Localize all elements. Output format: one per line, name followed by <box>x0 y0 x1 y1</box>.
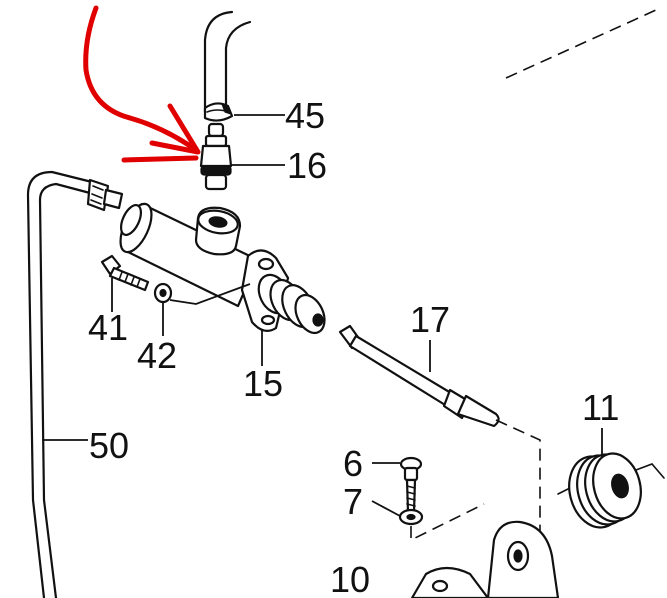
dashed-bolt-axis <box>410 503 485 542</box>
callout-42: 42 <box>137 335 177 376</box>
part-15-master-cylinder <box>119 202 326 335</box>
part-50-brake-line <box>26 170 94 598</box>
dashed-line-upper-right <box>505 9 657 79</box>
red-annotation-arrow <box>83 5 201 163</box>
part-6-bolt <box>399 456 423 514</box>
leader-7 <box>371 500 401 517</box>
callout-11: 11 <box>582 387 619 428</box>
callout-15: 15 <box>243 363 283 404</box>
callout-10: 10 <box>330 559 370 598</box>
callout-6: 6 <box>343 443 363 484</box>
part-42-nut <box>153 282 173 304</box>
callout-50: 50 <box>89 425 129 466</box>
top-hose <box>203 10 252 114</box>
part-17-push-rod <box>338 324 500 428</box>
part-11-spring <box>557 452 665 529</box>
part-10-pedal-bracket <box>410 520 560 598</box>
callout-41: 41 <box>88 307 128 348</box>
callout-7: 7 <box>343 481 363 522</box>
brake-line-fitting <box>86 178 124 212</box>
part-7-washer <box>398 508 424 526</box>
leader-15-group <box>169 283 251 305</box>
callout-17: 17 <box>410 299 450 340</box>
part-45-clamp <box>203 102 234 122</box>
callout-16: 16 <box>287 145 327 186</box>
part-16-fitting <box>199 122 233 191</box>
part-41-bolt <box>100 254 150 292</box>
callout-45: 45 <box>285 95 325 136</box>
